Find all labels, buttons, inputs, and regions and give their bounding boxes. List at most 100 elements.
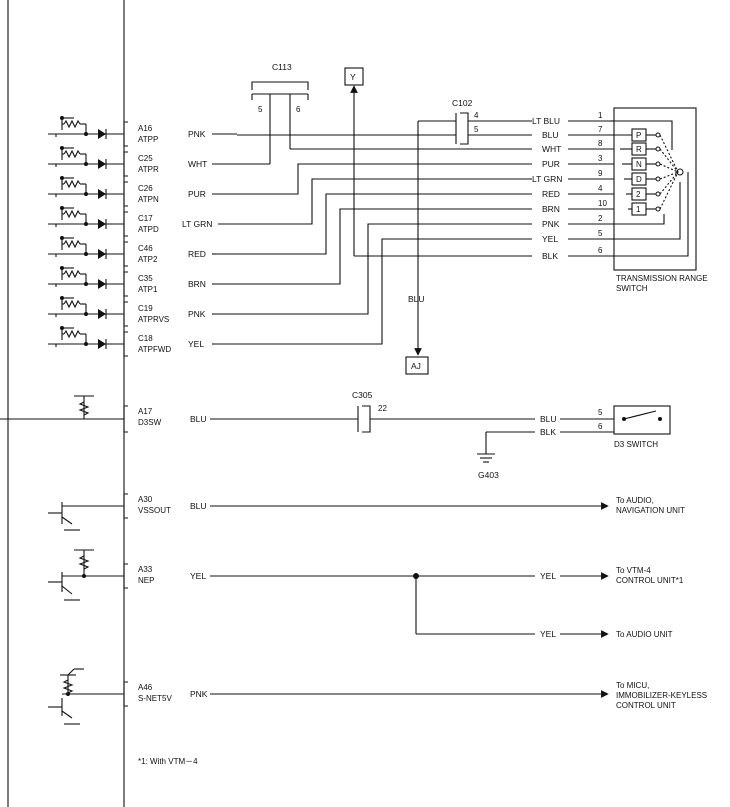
trs-pin: 5 — [598, 229, 603, 238]
d3-wire-color: BLU — [190, 414, 207, 424]
nep-branch1-color: YEL — [540, 571, 556, 581]
c305-label: C305 — [352, 390, 373, 400]
trs-label-line2: SWITCH — [616, 284, 648, 293]
transistor-icon — [48, 572, 80, 601]
blu-vertical-label: BLU — [408, 294, 425, 304]
diode-icon — [98, 339, 106, 349]
ground-icon — [477, 453, 495, 463]
position-2: 2 — [636, 190, 641, 199]
ground-label: G403 — [478, 470, 499, 480]
transistor-icon — [48, 698, 80, 725]
input-wire-color: PNK — [188, 129, 206, 139]
aj-label: AJ — [411, 361, 421, 371]
pin-bracket — [123, 301, 128, 327]
input-diode-circuit — [48, 266, 124, 289]
c102-pin-4: 4 — [474, 111, 479, 120]
position-n: N — [636, 160, 642, 169]
pin-bracket — [123, 331, 128, 357]
position-1: 1 — [636, 205, 641, 214]
snet-dest-1: To MICU, — [616, 681, 649, 690]
ecm-signal-atpn: ATPN — [138, 195, 159, 204]
trs-pin: 9 — [598, 169, 603, 178]
ecm-pin-c46: C46 — [138, 244, 153, 253]
position-r: R — [636, 145, 642, 154]
diode-icon — [98, 159, 106, 169]
c102-connector: C102 4 5 BLU — [237, 98, 532, 356]
trs-wire-color: YEL — [542, 234, 558, 244]
ecm-signal-atpr: ATPR — [138, 165, 159, 174]
trs-pin: 2 — [598, 214, 603, 223]
pin-bracket — [123, 271, 128, 297]
position-p: P — [636, 131, 641, 140]
pin-bracket — [123, 121, 128, 147]
diode-icon — [98, 189, 106, 199]
y-label: Y — [350, 72, 356, 82]
vss-pin: A30 — [138, 495, 153, 504]
input-wire-color: RED — [188, 249, 206, 259]
c113-label: C113 — [272, 62, 292, 72]
trs-wire-color: BLK — [542, 251, 558, 261]
y-reference: Y — [344, 67, 364, 256]
c113-pin-5: 5 — [258, 105, 263, 114]
d3-wire1-pin: 5 — [598, 408, 603, 417]
nep-branch2-dest: To AUDIO UNIT — [616, 630, 673, 639]
c113-connector: C113 5 6 — [238, 62, 532, 165]
pin-bracket — [123, 211, 128, 237]
input-wire-color: LT GRN — [182, 219, 212, 229]
aj-reference: AJ — [405, 356, 429, 375]
trs-label-line1: TRANSMISSION RANGE — [616, 274, 708, 283]
vss-output: A30 VSSOUT BLU To AUDIO, NAVIGATION UNIT — [48, 493, 685, 531]
position-d: D — [636, 175, 642, 184]
ecm-signal-atp2: ATP2 — [138, 255, 158, 264]
nep-output: A33 NEP YEL YEL To VTM-4 CONTROL UNIT*1 … — [48, 549, 684, 639]
ecm-pin-c19: C19 — [138, 304, 153, 313]
trs-wire-color: PUR — [542, 159, 560, 169]
input-diode-circuit — [48, 206, 124, 229]
input-wire-color: BRN — [188, 279, 206, 289]
vss-dest-1: To AUDIO, — [616, 496, 654, 505]
pin-bracket — [123, 241, 128, 267]
pin-bracket — [123, 181, 128, 207]
trs-pin: 10 — [598, 199, 607, 208]
trs-pin: 3 — [598, 154, 603, 163]
ecm-signal-atprvs: ATPRVS — [138, 315, 169, 324]
input-wire-color: PNK — [188, 309, 206, 319]
trs-pin: 1 — [598, 111, 603, 120]
d3-wire2-color: BLK — [540, 427, 556, 437]
trs-pin: 4 — [598, 184, 603, 193]
trs-pin: 6 — [598, 246, 603, 255]
ecm-pin-c25: C25 — [138, 154, 153, 163]
nep-branch2-color: YEL — [540, 629, 556, 639]
nep-pin: A33 — [138, 565, 153, 574]
input-diode-circuit — [48, 326, 124, 349]
input-wire-color: WHT — [188, 159, 207, 169]
diode-icon — [98, 249, 106, 259]
input-circuits — [48, 116, 124, 349]
ecm-signal-atpfwd: ATPFWD — [138, 345, 171, 354]
trs-pin: 7 — [598, 125, 603, 134]
input-wire-color: PUR — [188, 189, 206, 199]
routed-wires — [214, 163, 532, 345]
ecm-pin-c18: C18 — [138, 334, 153, 343]
trs-wire-color: RED — [542, 189, 560, 199]
vss-color: BLU — [190, 501, 207, 511]
diode-icon — [98, 309, 106, 319]
d3-wire1-color: BLU — [540, 414, 557, 424]
transistor-icon — [48, 502, 80, 531]
ecm-pin-c26: C26 — [138, 184, 153, 193]
snet-output: A46 S-NET5V PNK To MICU, IMMOBILIZER-KEY… — [48, 668, 707, 725]
ecm-signal-atpp: ATPP — [138, 135, 158, 144]
c305-pin: 22 — [378, 404, 387, 413]
input-diode-circuit — [48, 116, 124, 139]
snet-color: PNK — [190, 689, 208, 699]
pin-bracket — [123, 151, 128, 177]
vss-signal: VSSOUT — [138, 506, 171, 515]
d3-wire2-pin: 6 — [598, 422, 603, 431]
trs-wire-color: WHT — [542, 144, 561, 154]
c102-label: C102 — [452, 98, 473, 108]
trs-wire-color: PNK — [542, 219, 560, 229]
footnote: *1: With VTM－4 — [138, 757, 198, 766]
ecm-signal-atp1: ATP1 — [138, 285, 158, 294]
